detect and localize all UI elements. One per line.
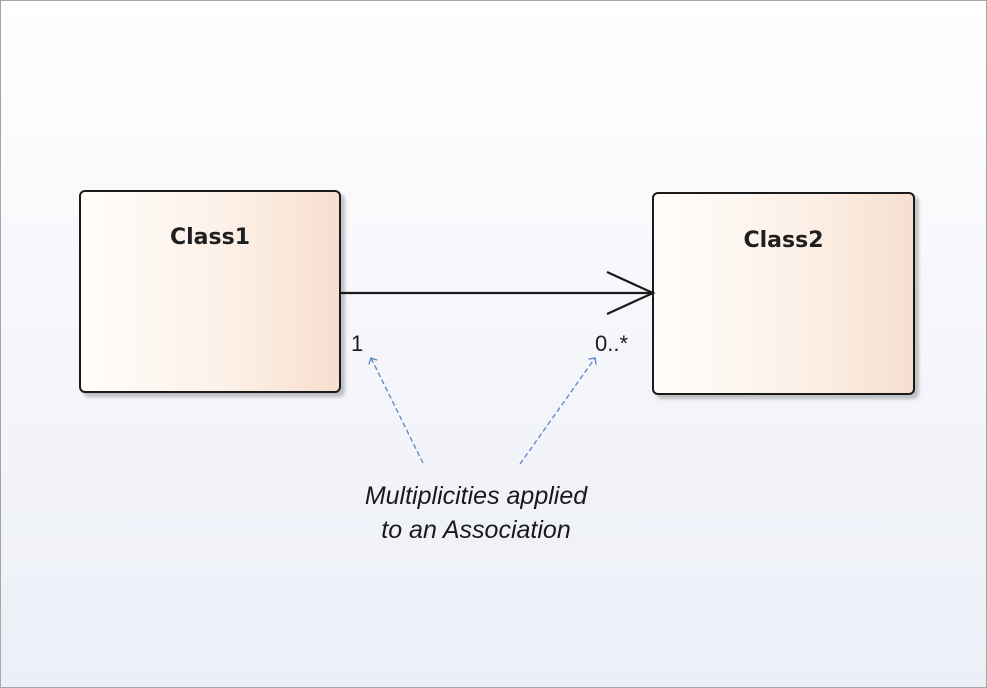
note-line-1: Multiplicities applied xyxy=(364,482,588,510)
class-name: Class2 xyxy=(743,228,824,253)
note-pointer-source xyxy=(371,358,424,464)
class-box-class1[interactable]: Class1 xyxy=(79,190,341,393)
note-line-2: to an Association xyxy=(381,516,571,544)
association-connector[interactable] xyxy=(341,270,656,316)
open-arrowhead-icon xyxy=(606,270,656,316)
multiplicity-note: Multiplicities applied to an Association xyxy=(301,479,651,547)
class-box-class2[interactable]: Class2 xyxy=(652,192,915,395)
source-multiplicity-label: 1 xyxy=(351,331,364,356)
note-pointer-target xyxy=(519,358,595,465)
class-name: Class1 xyxy=(169,225,251,250)
target-multiplicity-label: 0..* xyxy=(595,331,629,356)
